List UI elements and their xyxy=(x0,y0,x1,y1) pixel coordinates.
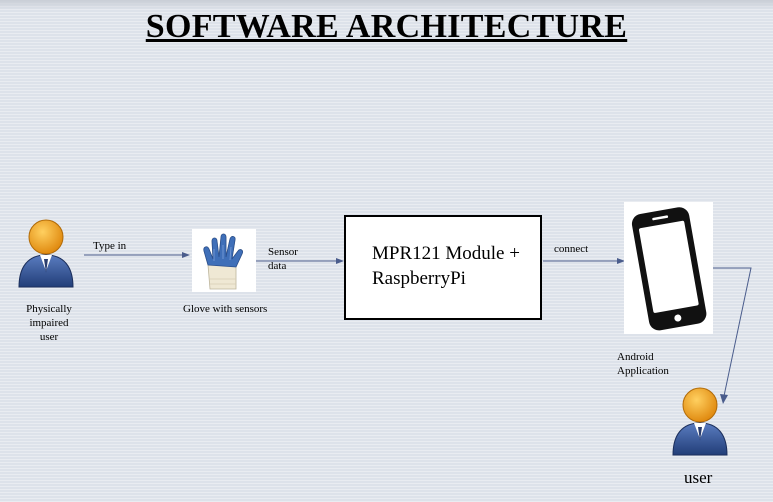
module-label: MPR121 Module + RaspberryPi xyxy=(372,243,520,289)
arrow-connect xyxy=(543,258,625,264)
phone-image xyxy=(624,202,713,334)
glove-label: Glove with sensors xyxy=(183,303,268,315)
end-user-label: user xyxy=(684,468,713,487)
arrow-phone-to-user xyxy=(713,267,752,404)
mpr121-module-box: MPR121 Module + RaspberryPi xyxy=(344,215,542,320)
top-shade xyxy=(0,0,773,10)
smartphone-icon xyxy=(631,207,707,331)
edge-label-sensor-data: Sensor data xyxy=(268,246,298,272)
glove-icon xyxy=(203,233,243,290)
page-title: SOFTWARE ARCHITECTURE xyxy=(145,8,628,45)
end-user-person-icon xyxy=(672,387,728,456)
arrow-sensor-data xyxy=(256,258,344,264)
android-label: Android Application xyxy=(617,351,669,377)
impaired-user-label: Physically impaired user xyxy=(26,303,72,343)
edge-label-type-in: Type in xyxy=(93,240,127,252)
arrow-type-in xyxy=(84,252,190,258)
edge-label-connect: connect xyxy=(554,243,589,255)
impaired-user-person-icon xyxy=(18,219,74,288)
glove-image xyxy=(192,229,256,292)
